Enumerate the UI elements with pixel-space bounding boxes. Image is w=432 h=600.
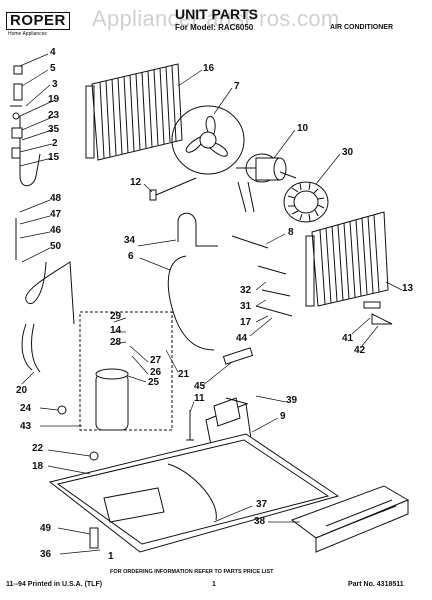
callout-5: 5 — [50, 63, 56, 74]
callout-49: 49 — [40, 523, 52, 534]
condenser-coil — [85, 63, 183, 161]
brand-logo: ROPER — [6, 12, 70, 30]
condenser-fan-blade — [171, 105, 245, 175]
callout-8: 8 — [288, 227, 294, 238]
callout-21: 21 — [178, 369, 190, 380]
callout-23: 23 — [48, 110, 60, 121]
callout-18: 18 — [32, 461, 44, 472]
callout-43: 43 — [20, 421, 32, 432]
callout-39: 39 — [286, 395, 298, 406]
discharge-tube — [167, 255, 215, 351]
callout-2: 2 — [52, 138, 58, 149]
callout-7: 7 — [234, 81, 240, 92]
callout-27: 27 — [150, 355, 162, 366]
callout-32: 32 — [240, 285, 252, 296]
callout-37: 37 — [256, 499, 268, 510]
model-line: For Model: RAC6050 — [175, 23, 254, 32]
callout-20: 20 — [16, 385, 28, 396]
evaporator-coil — [305, 211, 389, 307]
callout-11: 11 — [194, 393, 205, 404]
callout-44: 44 — [236, 333, 248, 344]
callout-17: 17 — [240, 317, 252, 328]
suction-tube — [177, 212, 218, 247]
brand-subtitle: Home Appliances — [8, 31, 47, 37]
callout-26: 26 — [150, 367, 162, 378]
callout-47: 47 — [50, 209, 62, 220]
print-info: 11--94 Printed in U.S.A. (TLF) — [6, 581, 103, 588]
watermark: AppliancePartsPros.com — [92, 6, 340, 31]
part-number: Part No. 4318511 — [348, 581, 404, 588]
callout-48: 48 — [50, 193, 62, 204]
callout-25: 25 — [148, 377, 160, 388]
callout-29: 29 — [110, 311, 122, 322]
fan-motor — [236, 153, 297, 213]
page-number: 1 — [212, 581, 216, 588]
callout-13: 13 — [402, 283, 414, 294]
callout-12: 12 — [130, 177, 142, 188]
callout-42: 42 — [354, 345, 366, 356]
control-panel — [290, 485, 410, 553]
ordering-note: FOR ORDERING INFORMATION REFER TO PARTS … — [110, 569, 274, 575]
callout-36: 36 — [40, 549, 52, 560]
callout-45: 45 — [194, 381, 206, 392]
callout-38: 38 — [254, 516, 266, 527]
callout-46: 46 — [50, 225, 62, 236]
blower-wheel — [283, 181, 329, 223]
callout-15: 15 — [48, 152, 60, 163]
base-pan — [48, 433, 340, 553]
callout-19: 19 — [48, 94, 60, 105]
callout-22: 22 — [32, 443, 44, 454]
callout-34: 34 — [124, 235, 136, 246]
callout-9: 9 — [280, 411, 286, 422]
callout-14: 14 — [110, 325, 122, 336]
callout-41: 41 — [342, 333, 354, 344]
callout-4: 4 — [50, 47, 56, 58]
callout-1: 1 — [108, 551, 114, 562]
capillary-loop — [25, 261, 75, 325]
callout-24: 24 — [20, 403, 32, 414]
callout-35: 35 — [48, 124, 60, 135]
product-name: AIR CONDITIONER — [330, 24, 393, 31]
page-title: UNIT PARTS — [175, 6, 258, 22]
callout-6: 6 — [128, 251, 134, 262]
callout-28: 28 — [110, 337, 122, 348]
callout-3: 3 — [52, 79, 58, 90]
callout-31: 31 — [240, 301, 252, 312]
callout-30: 30 — [342, 147, 354, 158]
compressor — [79, 311, 173, 431]
callout-10: 10 — [297, 123, 309, 134]
callout-16: 16 — [203, 63, 215, 74]
callout-50: 50 — [50, 241, 62, 252]
